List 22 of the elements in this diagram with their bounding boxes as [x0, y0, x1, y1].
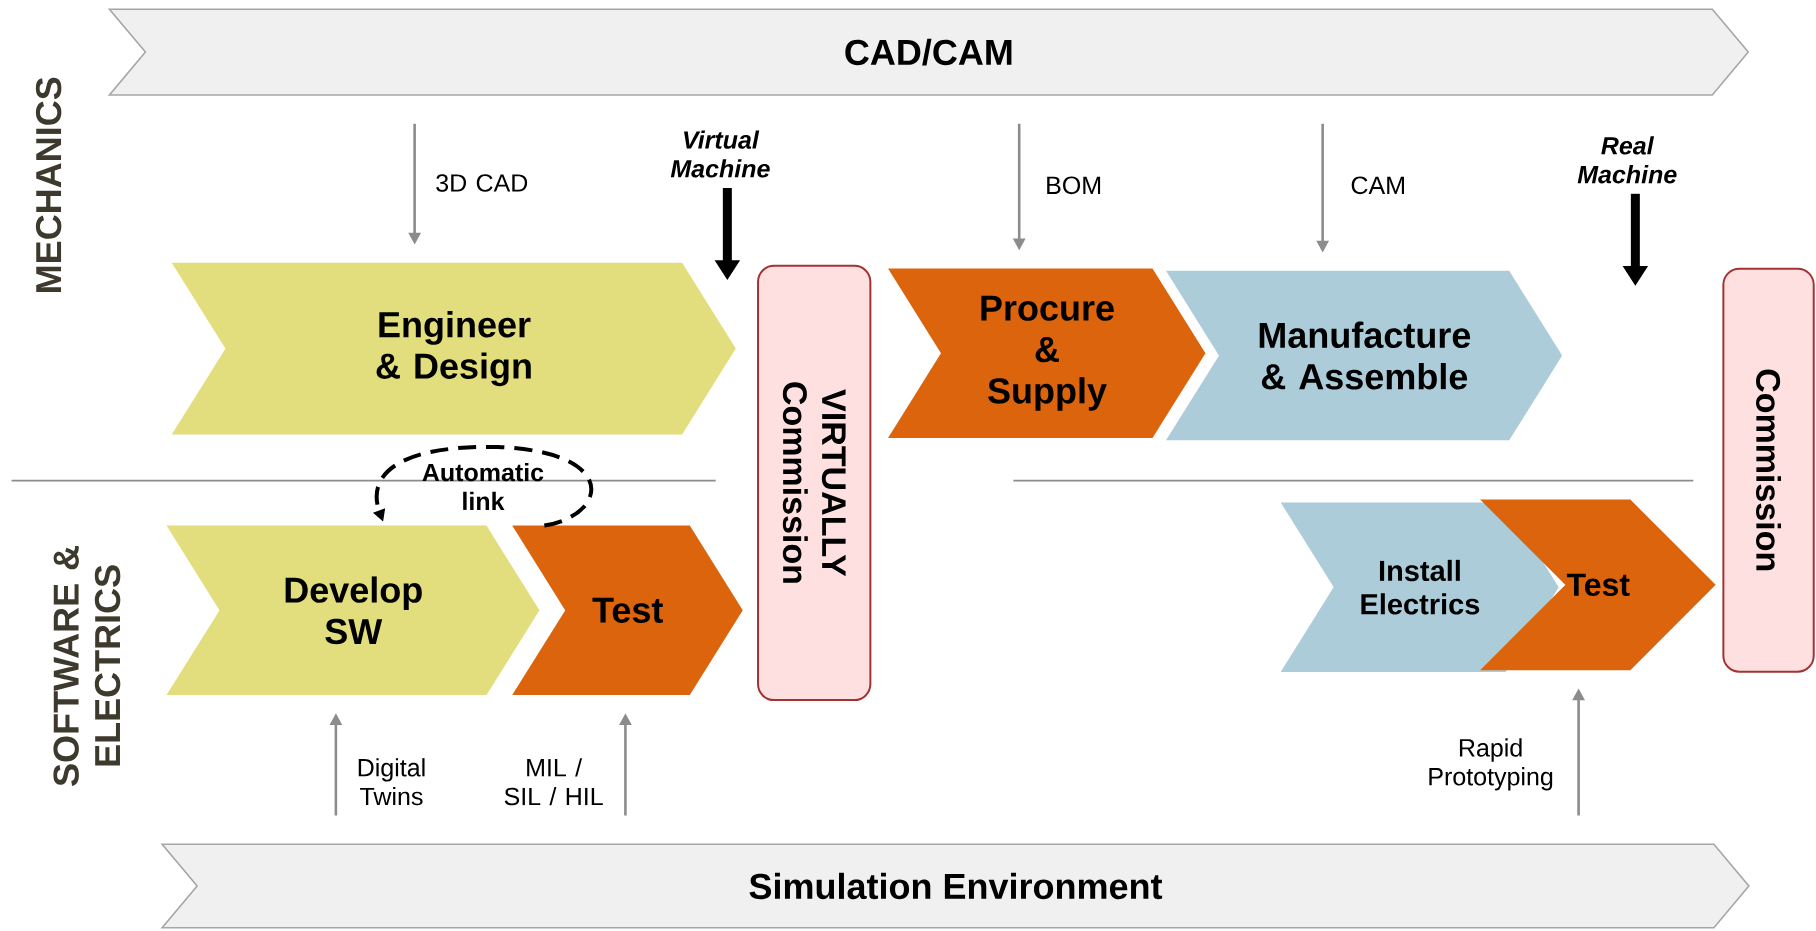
- stage-box: VIRTUALLY Commission: [757, 264, 872, 702]
- process-band: Simulation Environment: [160, 843, 1750, 929]
- edge-label: BOM: [1047, 176, 1101, 195]
- side-label: MECHANICS: [35, 77, 62, 292]
- stage-box: Commission: [1722, 267, 1815, 673]
- process-step: Test: [512, 525, 743, 696]
- side-label: SOFTWARE & ELECTRICS: [53, 545, 121, 786]
- process-step: Test: [1480, 499, 1716, 671]
- edge-label: Digital Twins: [358, 758, 425, 806]
- process-step: Install Electrics: [1280, 502, 1559, 672]
- process-step: Procure & Supply: [888, 268, 1206, 438]
- edge-label: CAM: [1351, 176, 1404, 195]
- edge-label: MIL / SIL / HIL: [504, 758, 603, 806]
- process-band: CAD/CAM: [107, 8, 1750, 96]
- edge-label: Automatic link: [422, 462, 544, 510]
- process-step: Develop SW: [166, 525, 540, 696]
- machine-label: Real Machine: [1577, 136, 1677, 184]
- process-step: Manufacture & Assemble: [1166, 270, 1563, 441]
- edge-label: Rapid Prototyping: [1429, 738, 1553, 791]
- machine-label: Virtual Machine: [670, 130, 770, 178]
- process-step: Engineer & Design: [171, 262, 736, 435]
- edge-label: 3D CAD: [436, 174, 528, 192]
